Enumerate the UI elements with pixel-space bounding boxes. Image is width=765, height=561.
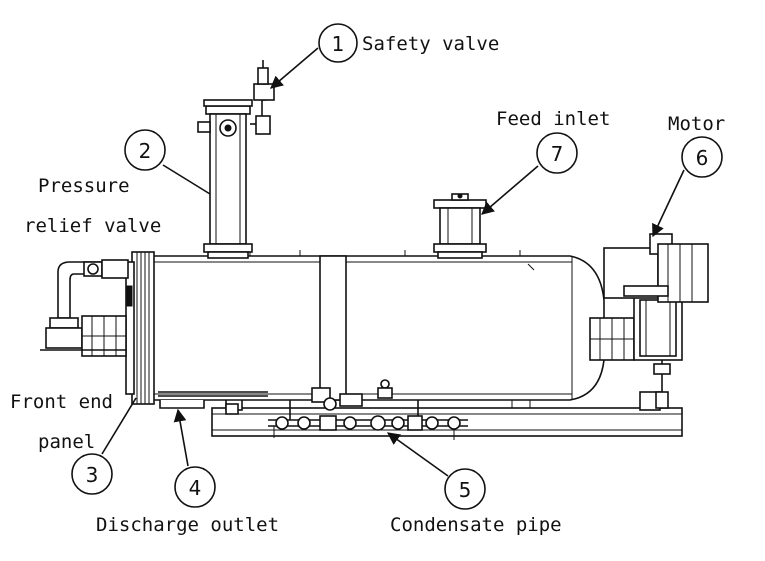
machine-drawing — [40, 60, 709, 440]
leader-3 — [101, 397, 137, 455]
label-relief-valve: relief valve — [24, 215, 161, 237]
leader-1 — [270, 47, 319, 89]
label-condensate-pipe: Condensate pipe — [390, 514, 562, 536]
callout-labels: Safety valve Pressure relief valve Front… — [10, 33, 725, 536]
label-motor: Motor — [668, 113, 725, 135]
label-feed-inlet: Feed inlet — [496, 108, 610, 130]
label-pressure: Pressure — [38, 175, 130, 197]
callout-3-number: 3 — [86, 463, 99, 487]
callout-6-marker: 6 — [681, 136, 723, 178]
label-discharge-outlet: Discharge outlet — [96, 514, 279, 536]
callout-1-marker: 1 — [318, 23, 358, 63]
callout-2-number: 2 — [139, 139, 152, 163]
inlet-pump-assembly — [40, 259, 133, 357]
callout-5-number: 5 — [459, 478, 472, 502]
callout-4-marker: 4 — [174, 466, 216, 508]
label-front-end: Front end — [10, 391, 113, 413]
callout-5-marker: 5 — [444, 468, 486, 510]
leader-6 — [652, 169, 685, 238]
discharge-piping — [158, 391, 268, 409]
relief-column — [197, 60, 275, 259]
leader-5 — [386, 432, 449, 477]
callout-markers: 1 2 3 4 5 6 7 — [71, 23, 723, 510]
callout-7-marker: 7 — [536, 132, 578, 174]
drive-assembly — [589, 233, 709, 409]
callout-2-marker: 2 — [124, 129, 166, 171]
leader-lines — [101, 47, 685, 477]
callout-3-marker: 3 — [71, 453, 113, 495]
main-vessel — [149, 250, 605, 401]
callout-7-number: 7 — [551, 142, 564, 166]
leader-2 — [162, 164, 211, 195]
label-panel: panel — [38, 431, 95, 453]
leader-7 — [481, 165, 539, 215]
leader-4 — [173, 408, 189, 467]
front-end-panel — [125, 251, 155, 405]
feed-inlet-nozzle — [433, 193, 487, 259]
callout-4-number: 4 — [189, 476, 202, 500]
label-safety-valve: Safety valve — [362, 33, 499, 55]
callout-1-number: 1 — [332, 32, 345, 56]
condensate-pipe-run — [225, 387, 468, 440]
callout-6-number: 6 — [696, 146, 709, 170]
